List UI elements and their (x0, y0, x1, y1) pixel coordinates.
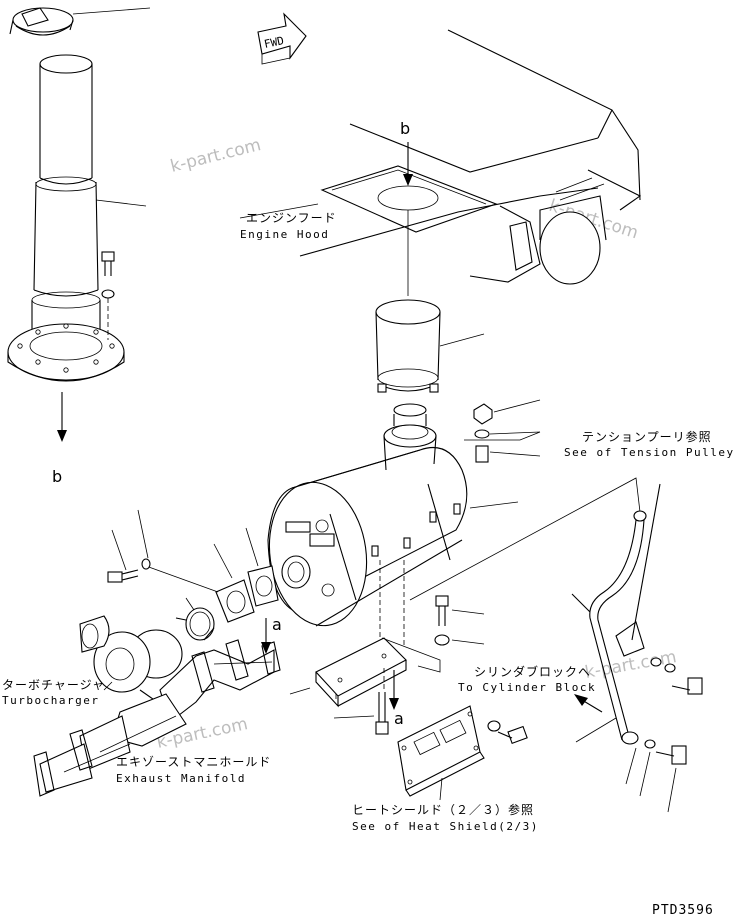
cylinder-block-label-jp: シリンダブロックへ (474, 664, 591, 679)
watermark: k-part.com (168, 135, 263, 177)
cylinder-block-label-en: To Cylinder Block (458, 681, 596, 694)
exhaust-stack (7, 7, 151, 442)
tension-pulley-label-jp: テンションプーリ参照 (582, 429, 712, 444)
bolt-washer-left (107, 509, 151, 583)
ref-b-top: b (400, 119, 410, 138)
turbocharger-label-en: Turbocharger (2, 694, 99, 707)
ref-a-lower: a (394, 709, 404, 728)
ref-b-left: b (52, 467, 62, 486)
exhaust-manifold (33, 639, 281, 797)
bracket-bolt (333, 692, 389, 735)
ref-a-upper: a (272, 615, 282, 634)
muffler-drain-leader (409, 477, 641, 601)
drain-pipe (571, 483, 703, 813)
tension-pulley-label-en: See of Tension Pulley (564, 446, 735, 459)
tension-pulley-leader (464, 431, 541, 441)
ref-a-lower-arrowhead (389, 698, 399, 710)
muffler (267, 403, 519, 664)
engine-hood-label-jp: エンジンフード (246, 211, 337, 225)
mounting-hardware-center (434, 595, 485, 646)
exhaust-manifold-label-jp: エキゾーストマニホールド (116, 755, 271, 769)
drawing-code: PTD3596 (652, 903, 714, 918)
exhaust-manifold-label-en: Exhaust Manifold (116, 772, 246, 785)
gasket-set (145, 527, 279, 641)
engine-hood (239, 29, 642, 285)
muffler-cap (375, 299, 485, 393)
hood-arrow-head (403, 174, 413, 186)
heat-shield (397, 705, 528, 801)
turbocharger (79, 615, 183, 705)
bracket-plate (289, 637, 441, 708)
clamp-arrow-head (574, 694, 588, 706)
fwd-label: FWD (263, 34, 285, 51)
engine-hood-label-en: Engine Hood (240, 228, 329, 241)
clamp-direction-arrow (581, 699, 603, 713)
mounting-hardware-top (473, 399, 541, 463)
heat-shield-label-jp: ヒートシールド（２／３）参照 (352, 802, 534, 817)
fwd-arrow: FWD (257, 12, 307, 65)
turbocharger-label-jp: ターボチャージャ (2, 678, 105, 692)
heat-shield-label-en: See of Heat Shield(2/3) (352, 820, 539, 833)
